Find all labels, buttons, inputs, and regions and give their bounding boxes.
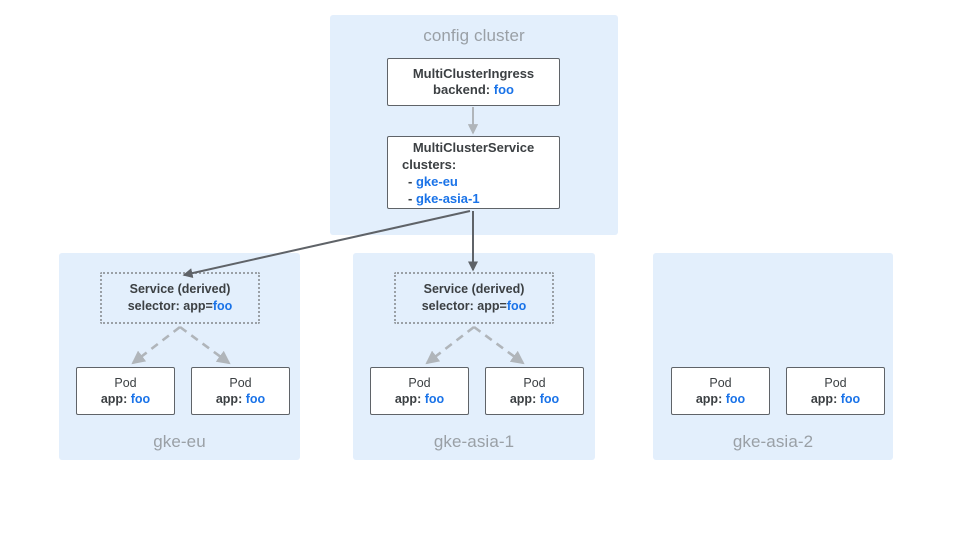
pod-label-value-gke-asia-2-0: foo xyxy=(725,392,746,406)
derived-service-selector-value-gke-eu: foo xyxy=(212,299,233,313)
mcs-cluster-bullet-1: - xyxy=(408,190,413,206)
pod-name-gke-eu-1: Pod xyxy=(229,376,252,390)
pod-name-gke-asia-2-0: Pod xyxy=(709,376,732,390)
derived-service-selector-gke-asia-1: selector: app=foo xyxy=(422,298,527,315)
pod-label-value-gke-asia-2-1: foo xyxy=(840,392,861,406)
mcs-cluster-bullet-0: - xyxy=(408,173,413,189)
derived-service-selector-label-gke-asia-1: selector: app= xyxy=(421,299,507,313)
pod-label-value-gke-asia-1-1: foo xyxy=(539,392,560,406)
node-pod-gke-asia-2-0[interactable]: Pod app: foo xyxy=(671,367,770,415)
mcs-clusters-label: clusters: xyxy=(402,156,457,172)
node-derived-service-gke-asia-1[interactable]: Service (derived) selector: app=foo xyxy=(394,272,554,324)
panel-config-cluster-label: config cluster xyxy=(423,26,525,45)
pod-label-key-gke-asia-1-1: app: xyxy=(509,392,537,406)
pod-label-key-gke-eu-0: app: xyxy=(100,392,128,406)
node-pod-gke-eu-0[interactable]: Pod app: foo xyxy=(76,367,175,415)
pod-label-key-gke-asia-1-0: app: xyxy=(394,392,422,406)
pod-label-value-gke-asia-1-0: foo xyxy=(424,392,445,406)
pod-label-key-gke-asia-2-0: app: xyxy=(695,392,723,406)
panel-cluster-gke-asia-2-label: gke-asia-2 xyxy=(732,432,814,451)
pod-label-gke-asia-1-1: app: foo xyxy=(510,391,559,407)
pod-label-value-gke-eu-1: foo xyxy=(245,392,266,406)
derived-service-selector-value-gke-asia-1: foo xyxy=(506,299,527,313)
mci-backend: backend: foo xyxy=(433,82,514,98)
derived-service-selector-gke-eu: selector: app=foo xyxy=(128,298,233,315)
pod-name-gke-asia-2-1: Pod xyxy=(824,376,847,390)
pod-label-gke-eu-0: app: foo xyxy=(101,391,150,407)
pod-label-gke-asia-2-1: app: foo xyxy=(811,391,860,407)
mcs-cluster-item-0: - gke-eu xyxy=(388,173,458,190)
node-multiclusteringress[interactable]: MultiClusterIngress backend: foo xyxy=(387,58,560,106)
node-derived-service-gke-eu[interactable]: Service (derived) selector: app=foo xyxy=(100,272,260,324)
node-multiclusterservice[interactable]: MultiClusterService clusters: - gke-eu -… xyxy=(387,136,560,209)
mci-backend-value: foo xyxy=(493,82,514,97)
pod-name-gke-eu-0: Pod xyxy=(114,376,137,390)
pod-label-gke-eu-1: app: foo xyxy=(216,391,265,407)
derived-service-name-gke-eu: Service (derived) xyxy=(129,282,231,296)
mcs-cluster-value-0: gke-eu xyxy=(415,173,458,189)
mcs-cluster-value-1: gke-asia-1 xyxy=(415,190,480,206)
mci-name: MultiClusterIngress xyxy=(412,66,535,81)
mci-backend-label: backend: xyxy=(433,82,491,97)
pod-label-key-gke-eu-1: app: xyxy=(215,392,243,406)
pod-name-gke-asia-1-1: Pod xyxy=(523,376,546,390)
pod-label-key-gke-asia-2-1: app: xyxy=(810,392,838,406)
node-pod-gke-asia-2-1[interactable]: Pod app: foo xyxy=(786,367,885,415)
mcs-cluster-item-1: - gke-asia-1 xyxy=(388,190,480,207)
derived-service-name-gke-asia-1: Service (derived) xyxy=(423,282,525,296)
panel-cluster-gke-asia-1: gke-asia-1 xyxy=(353,253,595,460)
node-pod-gke-asia-1-1[interactable]: Pod app: foo xyxy=(485,367,584,415)
pod-name-gke-asia-1-0: Pod xyxy=(408,376,431,390)
pod-label-value-gke-eu-0: foo xyxy=(130,392,151,406)
panel-cluster-gke-asia-2: gke-asia-2 xyxy=(653,253,893,460)
pod-label-gke-asia-2-0: app: foo xyxy=(696,391,745,407)
panel-cluster-gke-asia-1-label: gke-asia-1 xyxy=(433,432,515,451)
panel-cluster-gke-eu-label: gke-eu xyxy=(153,432,206,451)
node-pod-gke-asia-1-0[interactable]: Pod app: foo xyxy=(370,367,469,415)
derived-service-selector-label-gke-eu: selector: app= xyxy=(127,299,213,313)
node-pod-gke-eu-1[interactable]: Pod app: foo xyxy=(191,367,290,415)
mcs-name: MultiClusterService xyxy=(412,139,535,155)
pod-label-gke-asia-1-0: app: foo xyxy=(395,391,444,407)
